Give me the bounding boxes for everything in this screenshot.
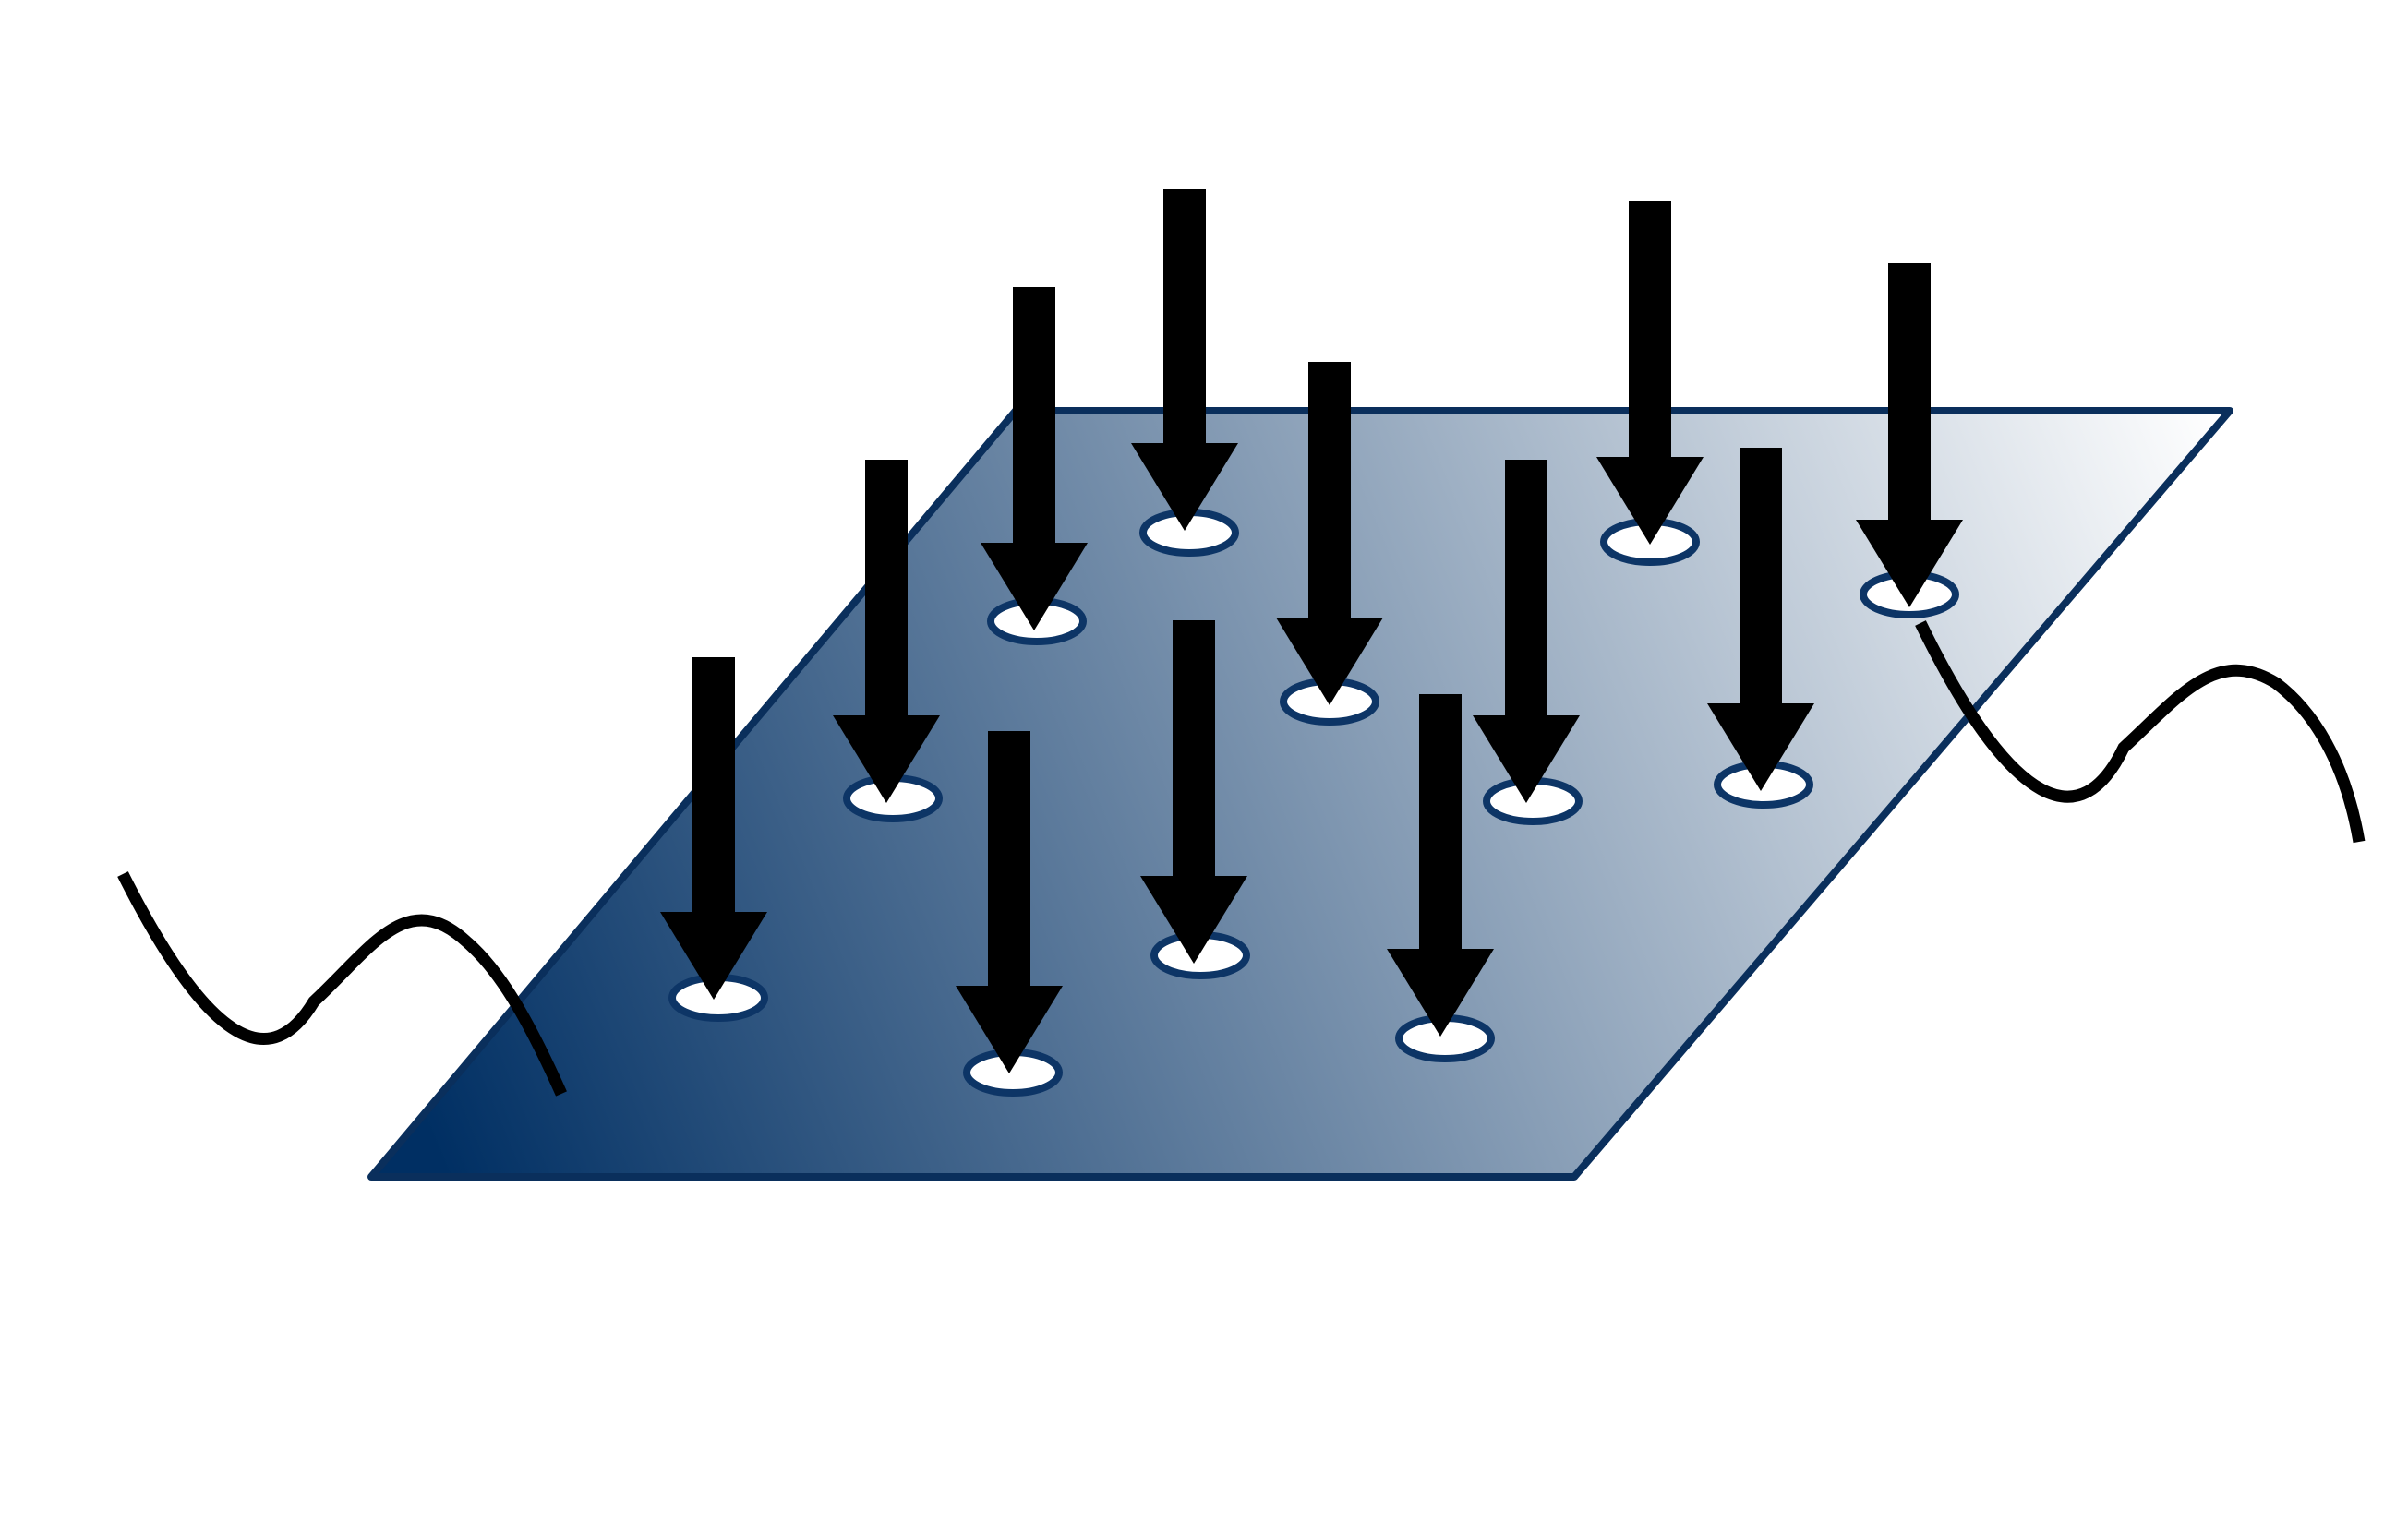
arrow-shaft bbox=[692, 657, 735, 914]
arrow-head bbox=[956, 986, 1063, 1073]
arrow-head bbox=[833, 715, 940, 803]
down-arrow-7 bbox=[1473, 460, 1580, 803]
arrow-shaft bbox=[1505, 460, 1547, 717]
arrow-head bbox=[1707, 703, 1814, 791]
arrow-shaft bbox=[1308, 362, 1351, 619]
down-arrow-11 bbox=[956, 731, 1063, 1073]
arrow-head bbox=[1596, 457, 1704, 545]
arrow-head bbox=[1473, 715, 1580, 803]
down-arrow-8 bbox=[1707, 448, 1814, 791]
arrow-head bbox=[1856, 520, 1963, 607]
down-arrow-4 bbox=[1856, 263, 1963, 607]
down-arrow-6 bbox=[833, 460, 940, 803]
arrow-shaft bbox=[865, 460, 908, 717]
arrow-shaft bbox=[1173, 620, 1215, 878]
right-wave-curve bbox=[1915, 620, 2366, 844]
arrow-shaft bbox=[1013, 287, 1055, 545]
arrow-head bbox=[1276, 618, 1383, 705]
arrow-head bbox=[981, 543, 1088, 630]
down-arrow-1 bbox=[1131, 189, 1238, 531]
down-arrow-2 bbox=[1596, 201, 1704, 545]
arrow-shaft bbox=[1163, 189, 1206, 445]
down-arrow-10 bbox=[1140, 620, 1247, 964]
arrow-shaft bbox=[1888, 263, 1931, 522]
arrow-group bbox=[660, 189, 1963, 1073]
arrow-shaft bbox=[1419, 694, 1462, 951]
left-wave-curve bbox=[117, 871, 567, 1097]
arrow-head bbox=[660, 912, 767, 1000]
arrow-shaft bbox=[988, 731, 1030, 988]
down-arrow-5 bbox=[1276, 362, 1383, 705]
arrow-head bbox=[1387, 949, 1494, 1037]
arrow-shaft bbox=[1740, 448, 1782, 705]
arrow-shaft bbox=[1629, 201, 1671, 459]
down-arrow-9 bbox=[660, 657, 767, 1000]
arrow-head bbox=[1140, 876, 1247, 964]
down-arrow-12 bbox=[1387, 694, 1494, 1037]
arrow-head bbox=[1131, 443, 1238, 531]
down-arrow-3 bbox=[981, 287, 1088, 630]
